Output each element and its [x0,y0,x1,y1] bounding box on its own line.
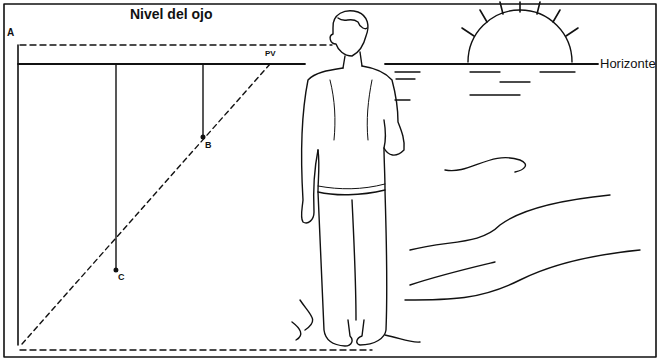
point-label: A [7,28,14,38]
eye-level-label: Nivel del ojo [130,7,212,21]
horizon-label: Horizonte [600,57,656,70]
vanishing-point-label: PV [265,50,276,58]
point-label: C [118,273,125,282]
point-label: B [205,141,212,150]
